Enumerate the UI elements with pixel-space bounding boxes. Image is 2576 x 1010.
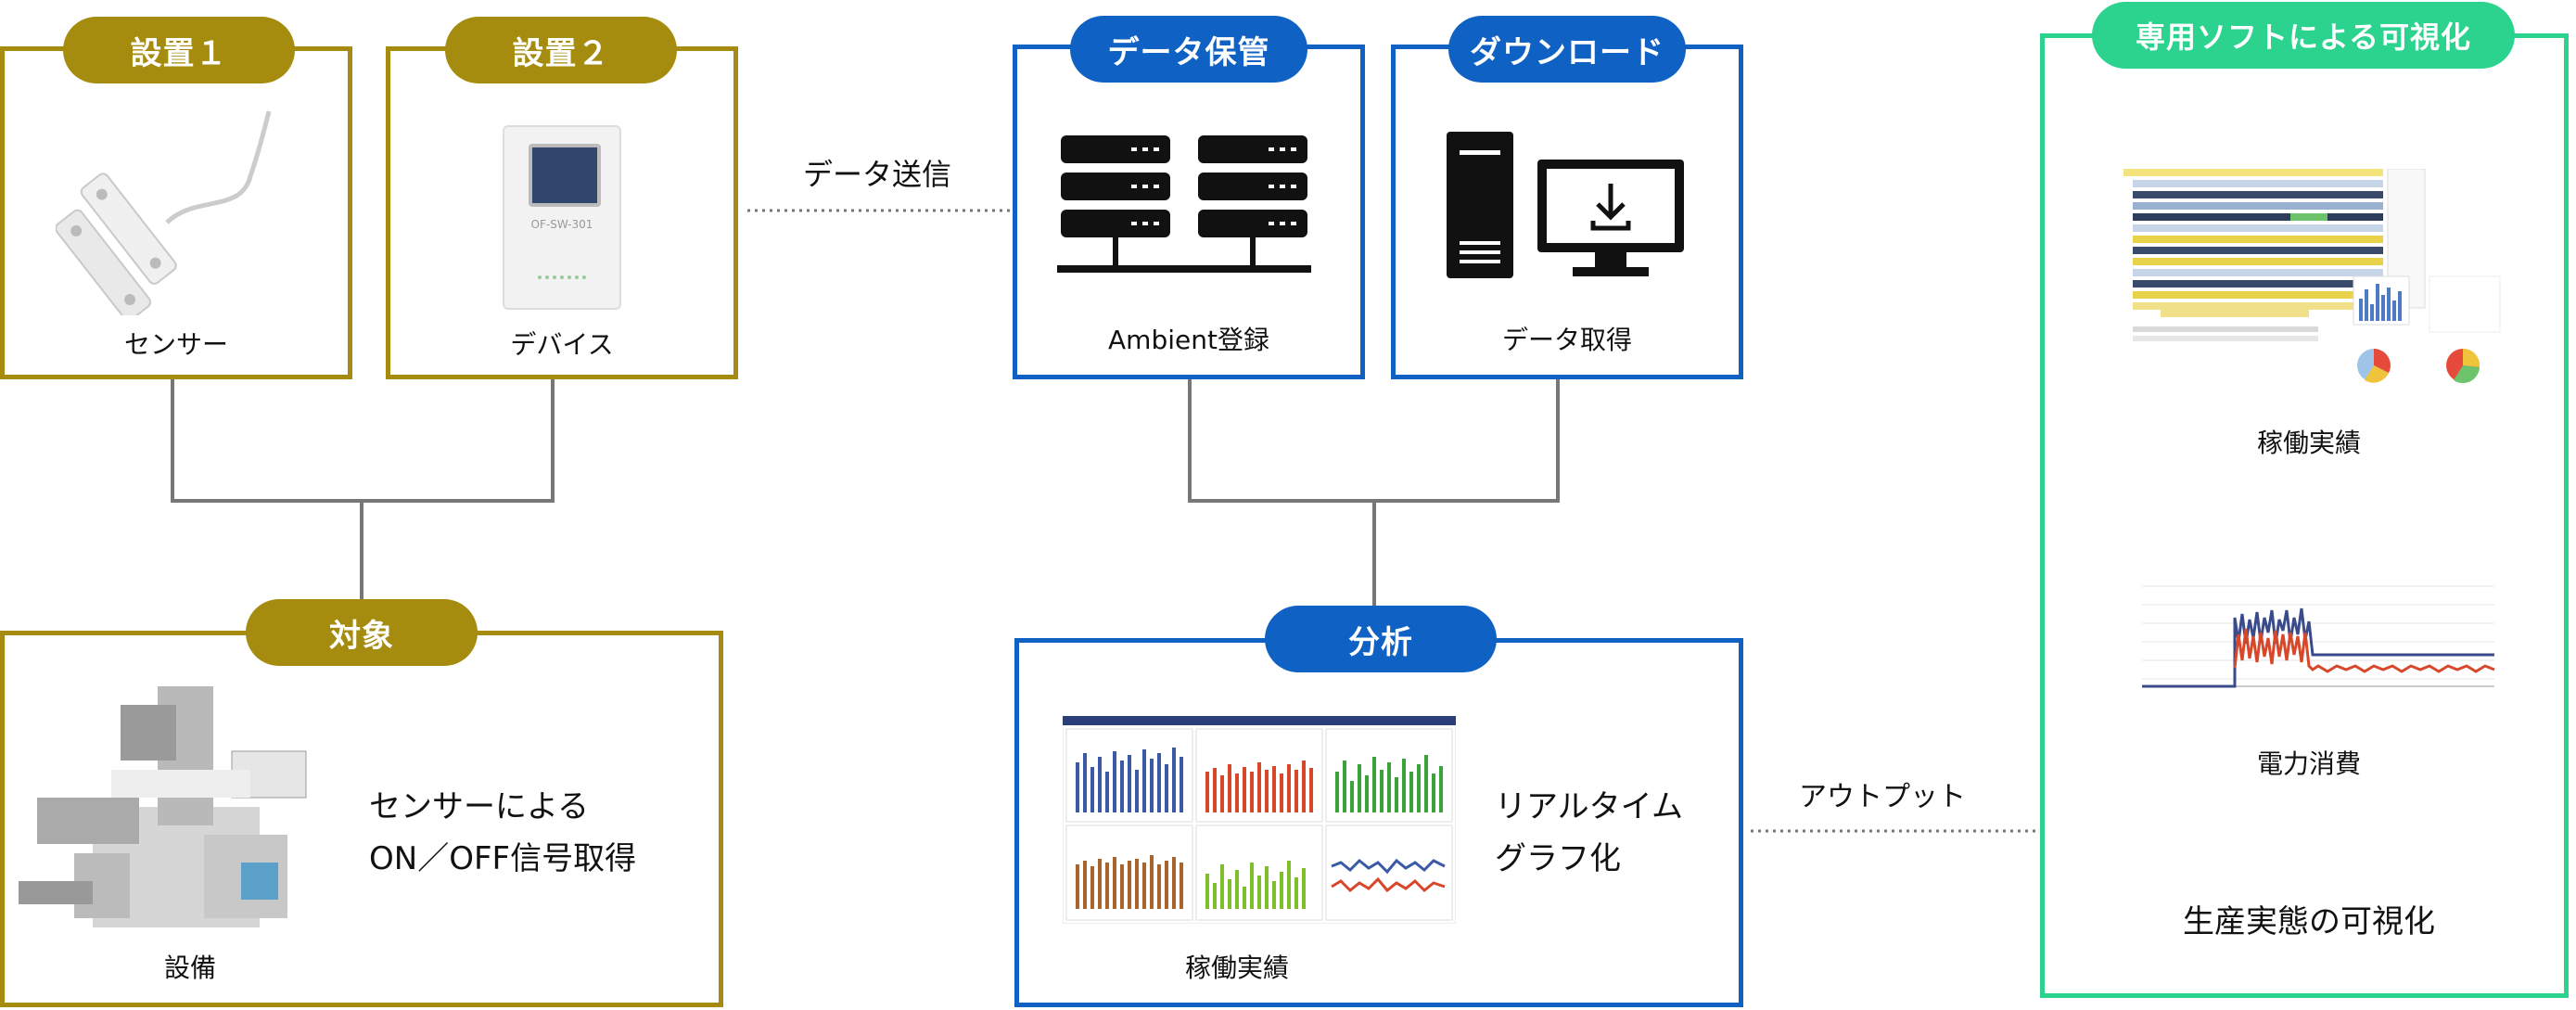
device-label: OF-SW-301: [530, 218, 593, 231]
analysis-caption: 稼働実績: [1184, 952, 1289, 983]
target-caption: 設備: [163, 952, 216, 983]
download-caption: データ取得: [1501, 325, 1632, 355]
install2-tag: 設置２: [445, 17, 677, 83]
server-icon: [1057, 135, 1311, 273]
analysis-desc-line1: リアルタイム: [1495, 788, 1683, 825]
visualization-tag: 専用ソフトによる可視化: [2092, 2, 2515, 69]
power-chart-thumbnail: [2142, 585, 2495, 688]
analysis-tag: 分析: [1265, 606, 1497, 672]
storage-tag: データ保管: [1070, 16, 1307, 83]
target-desc-line1: センサーによる: [369, 788, 589, 825]
gantt-thumbnail: [2123, 169, 2501, 384]
download-computer-icon: [1447, 132, 1684, 278]
target-desc-line2: ON／OFF信号取得: [369, 840, 637, 877]
install1-caption: センサー: [123, 329, 228, 360]
visualization-item2-caption: 電力消費: [2256, 748, 2361, 779]
sensor-image: [56, 110, 272, 315]
chart-thumbnails: [1063, 716, 1456, 924]
download-tag: ダウンロード: [1448, 16, 1686, 83]
target-tag: 対象: [246, 599, 478, 666]
visualization-summary: 生産実態の可視化: [2183, 903, 2435, 940]
output-label: アウトプット: [1799, 781, 1966, 813]
analysis-desc-line2: グラフ化: [1495, 840, 1621, 877]
storage-caption: Ambient登録: [1108, 325, 1269, 355]
install1-tag: 設置１: [63, 17, 295, 83]
install2-caption: デバイス: [510, 329, 614, 360]
machine-image: [19, 686, 307, 927]
data-send-label: データ送信: [802, 157, 951, 192]
device-image: OF-SW-301: [503, 125, 621, 310]
visualization-item1-caption: 稼働実績: [2256, 428, 2361, 458]
